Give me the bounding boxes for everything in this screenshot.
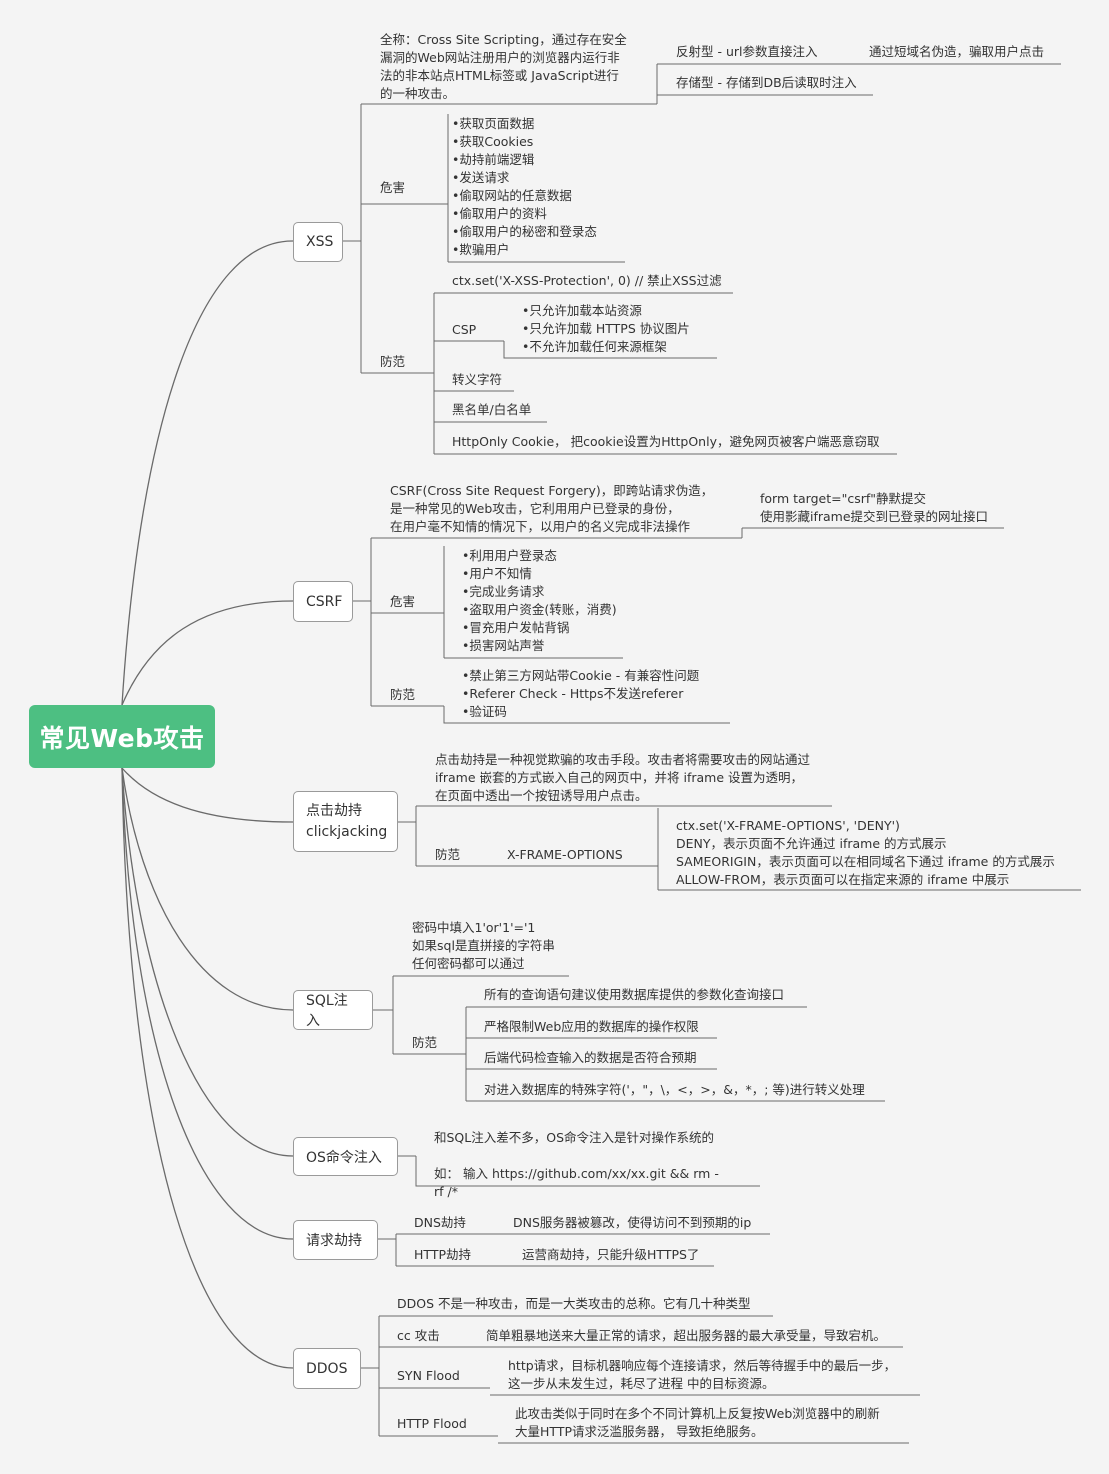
branch-csrf[interactable]: CSRF xyxy=(293,581,353,622)
xss-desc-line: 全称：Cross Site Scripting，通过存在安全 xyxy=(380,32,627,47)
csrf-defense-item: •验证码 xyxy=(462,704,507,719)
xss-harm-item: •获取Cookies xyxy=(452,134,534,149)
clickjacking-xfo-item: DENY，表示页面不允许通过 iframe 的方式展示 xyxy=(676,836,947,851)
xss-harm-item: •劫持前端逻辑 xyxy=(452,152,535,167)
xss-harm-item: •获取页面数据 xyxy=(452,116,535,131)
csrf-harm-item: •利用用户登录态 xyxy=(462,548,557,563)
xss-csp-item: •只允许加载本站资源 xyxy=(522,303,642,318)
xss-stored: 存储型 - 存储到DB后读取时注入 xyxy=(676,75,857,90)
os-line: rf /* xyxy=(434,1184,458,1199)
xss-harm-item: •偷取用户的秘密和登录态 xyxy=(452,224,597,239)
clickjacking-desc-line: 点击劫持是一种视觉欺骗的攻击手段。攻击者将需要攻击的网站通过 xyxy=(435,752,811,767)
sql-defense-item: 对进入数据库的特殊字符('，"，\，<，>，&，*，; 等)进行转义处理 xyxy=(484,1082,865,1097)
csrf-form-line: form target="csrf"静默提交 xyxy=(760,491,927,506)
root-topic[interactable]: 常见Web攻击 xyxy=(29,705,215,768)
csrf-harm-item: •完成业务请求 xyxy=(462,584,545,599)
xss-blacklist: 黑名单/白名单 xyxy=(452,402,532,417)
sql-defense-item: 所有的查询语句建议使用数据库提供的参数化查询接口 xyxy=(484,987,785,1002)
ddos-http-flood-note: 大量HTTP请求泛滥服务器， 导致拒绝服务。 xyxy=(515,1424,764,1439)
csrf-desc-line: 是一种常见的Web攻击，它利用用户已登录的身份， xyxy=(390,501,680,516)
clickjacking-xfo-item: ALLOW-FROM，表示页面可以在指定来源的 iframe 中展示 xyxy=(676,872,1010,887)
clickjacking-xfo: X-FRAME-OPTIONS xyxy=(507,847,623,862)
xss-reflect-note: 通过短域名伪造，骗取用户点击 xyxy=(869,44,1045,59)
branch-sql-injection[interactable]: SQL注入 xyxy=(293,990,373,1030)
ddos-desc: DDOS 不是一种攻击，而是一大类攻击的总称。它有几十种类型 xyxy=(397,1296,751,1311)
clickjacking-xfo-item: SAMEORIGIN，表示页面可以在相同域名下通过 iframe 的方式展示 xyxy=(676,854,1055,869)
xss-desc-line: 的一种攻击。 xyxy=(380,86,456,101)
sql-desc-line: 密码中填入1'or'1'='1 xyxy=(412,920,536,935)
csrf-harm-item: •用户不知情 xyxy=(462,566,532,581)
xss-harm-label: 危害 xyxy=(380,180,406,195)
ddos-cc-note: 简单粗暴地送来大量正常的请求，超出服务器的最大承受量，导致宕机。 xyxy=(486,1328,887,1343)
hijack-dns: DNS劫持 xyxy=(414,1215,466,1230)
csrf-defense-label: 防范 xyxy=(390,687,416,702)
csrf-harm-item: •损害网站声誉 xyxy=(462,638,545,653)
ddos-cc: cc 攻击 xyxy=(397,1328,440,1343)
os-line: 如： 输入 https://github.com/xx/xx.git && rm… xyxy=(434,1166,719,1181)
ddos-http-flood-note: 此攻击类似于同时在多个不同计算机上反复按Web浏览器中的刷新 xyxy=(515,1406,880,1421)
branch-ddos[interactable]: DDOS xyxy=(293,1348,361,1389)
branch-request-hijack[interactable]: 请求劫持 xyxy=(293,1220,378,1260)
xss-harm-item: •偷取用户的资料 xyxy=(452,206,547,221)
xss-csp-item: •不允许加载任何来源框架 xyxy=(522,339,667,354)
branch-xss[interactable]: XSS xyxy=(293,222,343,262)
xss-httponly: HttpOnly Cookie， 把cookie设置为HttpOnly，避免网页… xyxy=(452,434,880,449)
clickjacking-desc-line: iframe 嵌套的方式嵌入自己的网页中，并将 iframe 设置为透明， xyxy=(435,770,804,785)
csrf-form-line: 使用影藏iframe提交到已登录的网址接口 xyxy=(760,509,989,524)
branch-clickjacking[interactable]: 点击劫持 clickjacking xyxy=(293,791,398,852)
csrf-desc-line: CSRF(Cross Site Request Forgery)，即跨站请求伪造… xyxy=(390,483,714,498)
sql-desc-line: 任何密码都可以通过 xyxy=(412,956,525,971)
xss-harm-item: •发送请求 xyxy=(452,170,510,185)
sql-defense-item: 严格限制Web应用的数据库的操作权限 xyxy=(484,1019,699,1034)
ddos-syn: SYN Flood xyxy=(397,1368,460,1383)
xss-csp-item: •只允许加载 HTTPS 协议图片 xyxy=(522,321,690,336)
csrf-defense-item: •禁止第三方网站带Cookie - 有兼容性问题 xyxy=(462,668,700,683)
csrf-harm-item: •盗取用户资金(转账，消费) xyxy=(462,602,617,617)
hijack-dns-note: DNS服务器被篡改，使得访问不到预期的ip xyxy=(513,1215,752,1230)
xss-desc-line: 漏洞的Web网站注册用户的浏览器内运行非 xyxy=(380,50,620,65)
clickjacking-label-en: clickjacking xyxy=(306,823,388,840)
csrf-harm-label: 危害 xyxy=(390,594,416,609)
ddos-syn-note: http请求，目标机器响应每个连接请求，然后等待握手中的最后一步， xyxy=(508,1358,897,1373)
xss-harm-item: •欺骗用户 xyxy=(452,242,510,257)
hijack-http-note: 运营商劫持，只能升级HTTPS了 xyxy=(522,1247,700,1262)
branch-os-injection[interactable]: OS命令注入 xyxy=(293,1137,398,1176)
clickjacking-label-cn: 点击劫持 xyxy=(306,802,362,819)
csrf-harm-item: •冒充用户发帖背锅 xyxy=(462,620,570,635)
csrf-defense-item: •Referer Check - Https不发送referer xyxy=(462,686,684,701)
xss-csp-label: CSP xyxy=(452,322,477,337)
xss-desc-line: 法的非本站点HTML标签或 JavaScript进行 xyxy=(380,68,619,83)
os-line: 和SQL注入差不多，OS命令注入是针对操作系统的 xyxy=(434,1130,715,1145)
xss-defense-label: 防范 xyxy=(380,354,406,369)
xss-reflect: 反射型 - url参数直接注入 xyxy=(676,44,818,59)
csrf-desc-line: 在用户毫不知情的情况下，以用户的名义完成非法操作 xyxy=(390,519,691,534)
sql-defense-label: 防范 xyxy=(412,1035,438,1050)
ddos-syn-note: 这一步从未发生过，耗尽了进程 中的目标资源。 xyxy=(508,1376,775,1391)
clickjacking-xfo-item: ctx.set('X-FRAME-OPTIONS', 'DENY') xyxy=(676,818,900,833)
hijack-http: HTTP劫持 xyxy=(414,1247,471,1262)
xss-escape: 转义字符 xyxy=(452,372,503,387)
xss-harm-item: •偷取网站的任意数据 xyxy=(452,188,572,203)
ddos-http-flood: HTTP Flood xyxy=(397,1416,467,1431)
xss-protection-header: ctx.set('X-XSS-Protection', 0) // 禁止XSS过… xyxy=(452,273,722,288)
clickjacking-desc-line: 在页面中透出一个按钮诱导用户点击。 xyxy=(435,788,648,803)
clickjacking-defense-label: 防范 xyxy=(435,847,461,862)
sql-desc-line: 如果sql是直拼接的字符串 xyxy=(412,938,555,953)
sql-defense-item: 后端代码检查输入的数据是否符合预期 xyxy=(484,1050,697,1065)
